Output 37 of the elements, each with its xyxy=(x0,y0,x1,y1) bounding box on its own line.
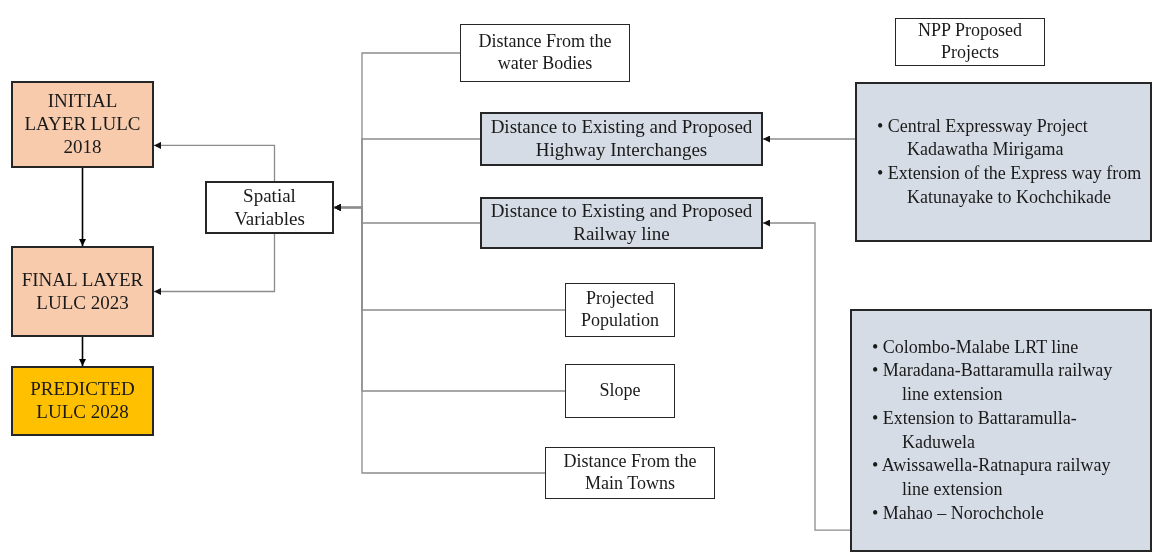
box-label: Distance From the Main Towns xyxy=(562,451,698,495)
connector-arrow xyxy=(79,336,86,367)
process-box xyxy=(11,246,154,337)
box-label: NPP Proposed Projects xyxy=(917,20,1023,64)
connector-arrow xyxy=(153,233,276,295)
process-box xyxy=(480,197,763,249)
box-label: PREDICTED LULC 2028 xyxy=(29,378,136,424)
process-box xyxy=(565,283,675,337)
bullet-list-box xyxy=(855,82,1152,242)
connector-arrow xyxy=(79,167,86,247)
process-box xyxy=(205,181,334,234)
bullet-item: • Extension to Battaramulla-Kaduwela xyxy=(872,406,1078,454)
bullet-item: • Extension of the Express way from Katunayake to Kochchikade xyxy=(877,162,1142,209)
box-label: INITIAL LAYER LULC 2018 xyxy=(23,90,142,159)
bullet-item: • Awissawella-Ratnapura railway line extension xyxy=(872,454,1112,501)
process-box xyxy=(895,18,1045,66)
box-label: FINAL LAYER LULC 2023 xyxy=(20,268,145,315)
connector-arrow xyxy=(762,219,851,531)
process-box xyxy=(545,447,715,499)
box-label: Distance From the water Bodies xyxy=(477,31,613,75)
box-label: Spatial Variables xyxy=(233,184,306,231)
connector-arrow xyxy=(153,141,276,182)
process-box xyxy=(480,112,763,166)
bullet-list-box xyxy=(850,309,1152,552)
box-label: Slope xyxy=(599,380,641,402)
process-box xyxy=(460,24,630,82)
process-box xyxy=(11,81,154,168)
process-box xyxy=(565,364,675,418)
box-label: Distance to Existing and Proposed Highway Interchanges xyxy=(489,116,754,162)
bullet-item: • Mahao – Norochchole xyxy=(872,501,1045,525)
bullet-item: • Central Expressway Project Kadawatha Mirigama xyxy=(877,114,1089,162)
process-box xyxy=(11,366,154,436)
bullet-item: • Colombo-Malabe LRT line xyxy=(872,335,1080,359)
box-label: Projected Population xyxy=(580,288,660,332)
bullet-item: • Maradana-Battaramulla railway line extension xyxy=(872,359,1114,406)
connector-arrow xyxy=(762,135,856,143)
box-label: Distance to Existing and Proposed Railway line xyxy=(489,200,754,246)
